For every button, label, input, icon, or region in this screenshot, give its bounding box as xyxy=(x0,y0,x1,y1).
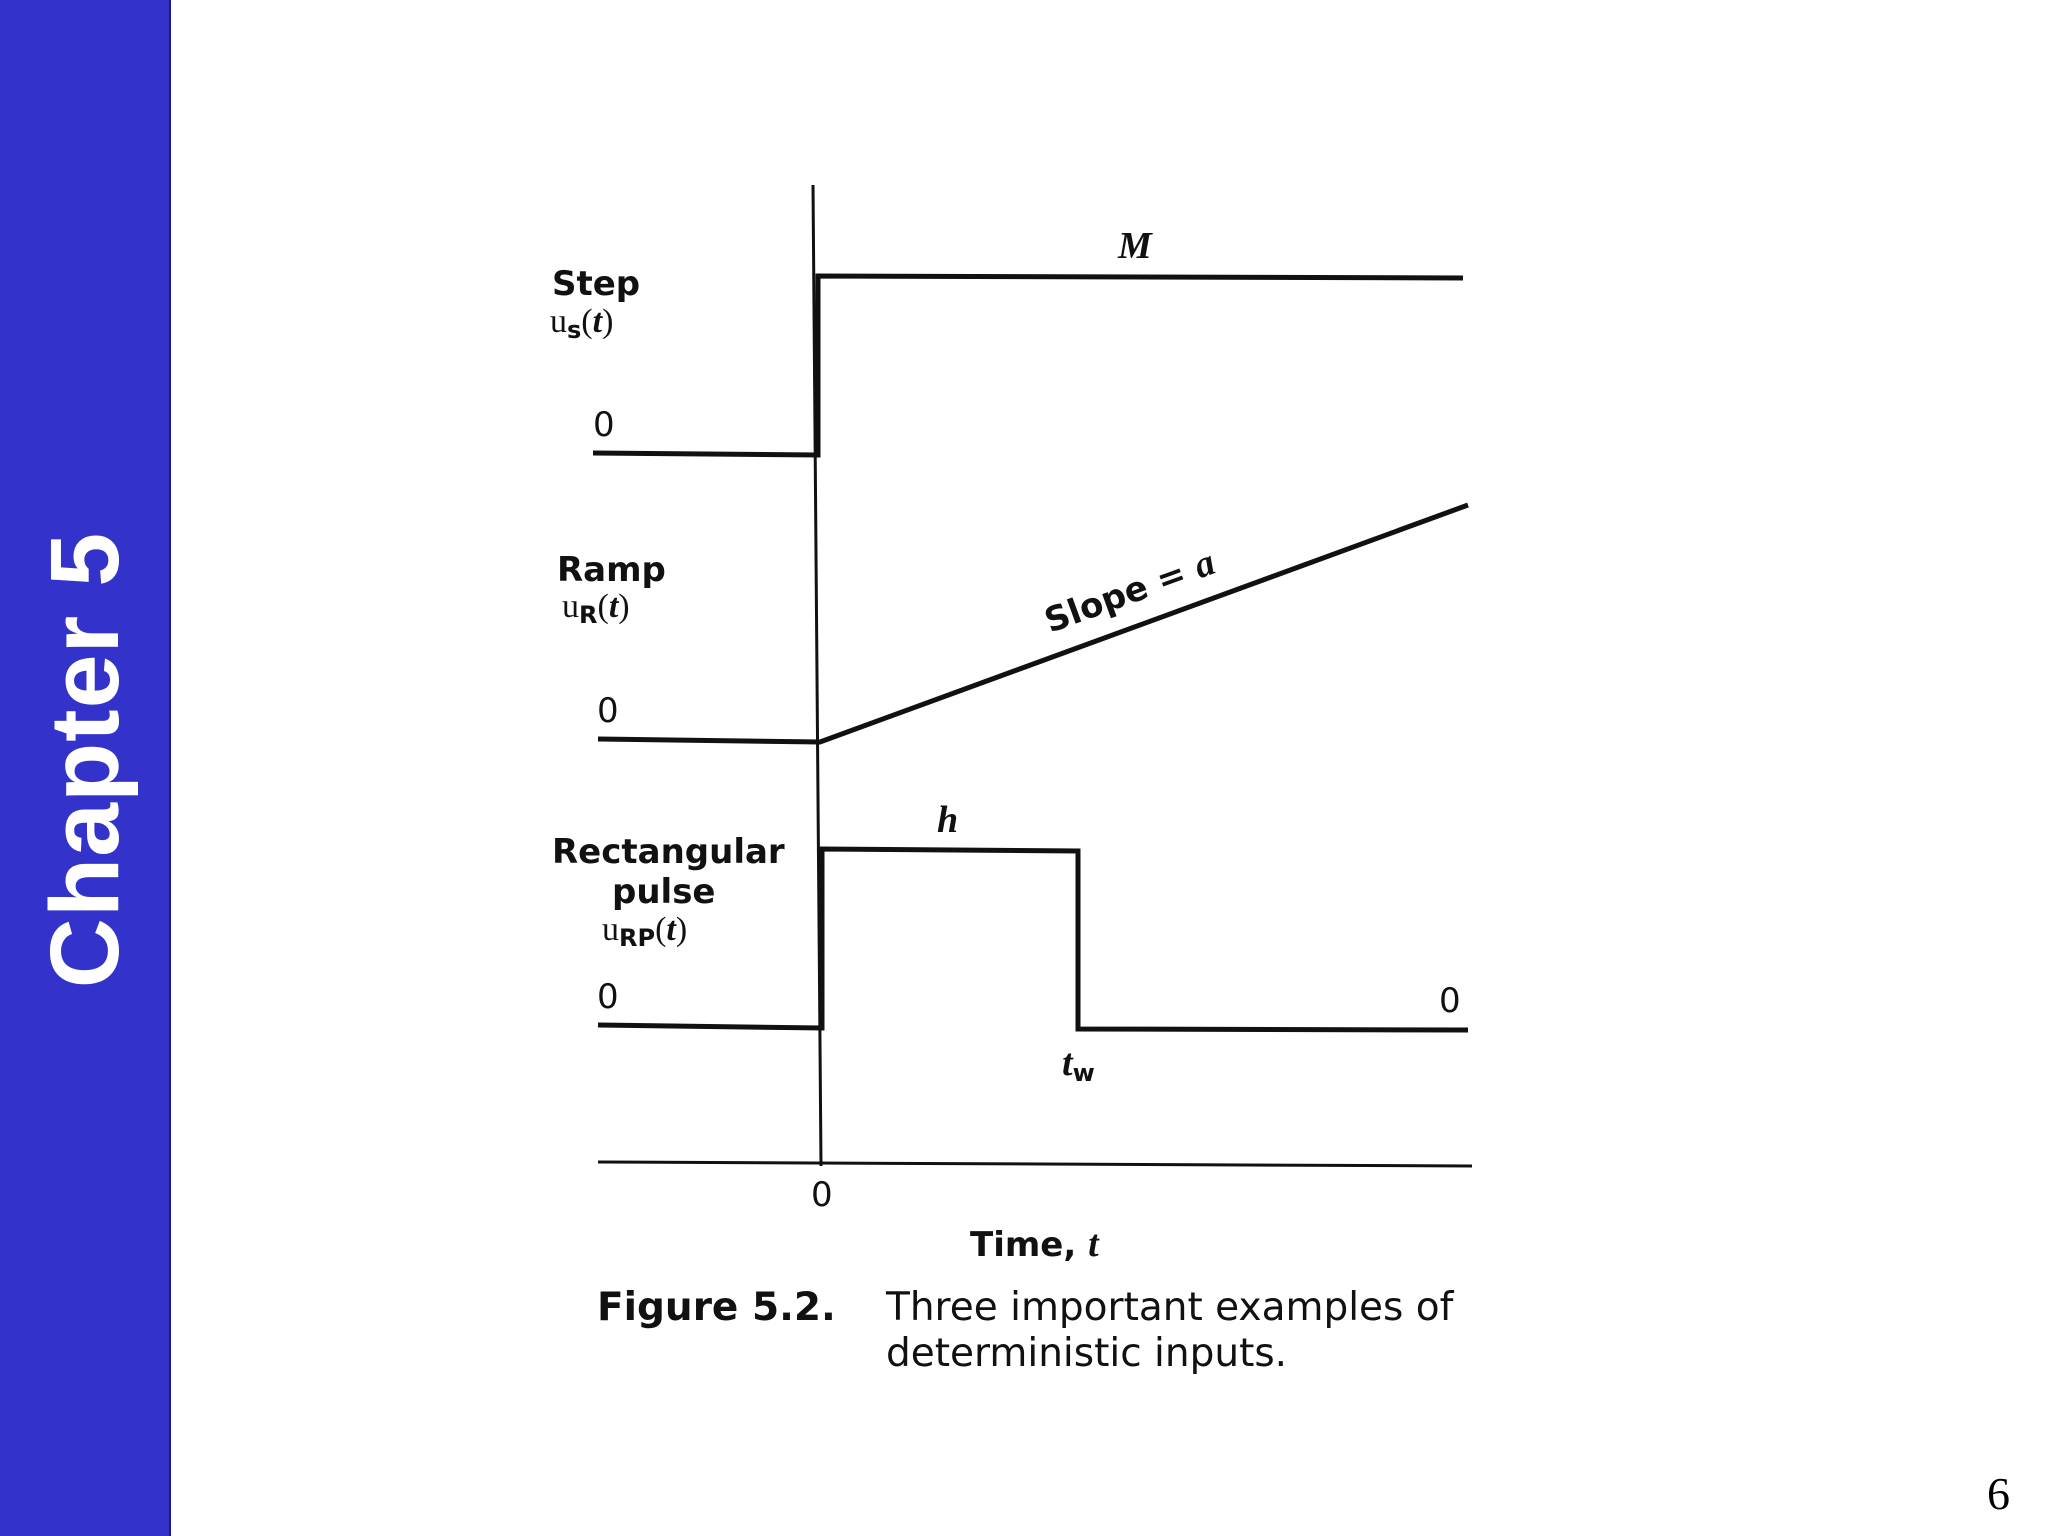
pulse-function-label: uRP(t) xyxy=(602,911,687,952)
step-magnitude-label: M xyxy=(1117,225,1153,267)
caption-line2: deterministic inputs. xyxy=(886,1331,1287,1376)
rectangular-pulse-curve xyxy=(597,846,1469,1033)
step-function-label: us(t) xyxy=(550,303,613,344)
figure-number: Figure 5.2. xyxy=(597,1285,836,1330)
pulse-label-line1: Rectangular xyxy=(552,832,785,872)
chapter-sidebar: Chapter 5 xyxy=(0,0,171,1536)
step-zero-label: 0 xyxy=(593,405,615,445)
pulse-zero-left-label: 0 xyxy=(597,977,619,1017)
time-origin-label: 0 xyxy=(811,1175,833,1215)
step-label: Step xyxy=(552,264,640,304)
pulse-width-label: tw xyxy=(1062,1042,1095,1087)
pulse-zero-right-label: 0 xyxy=(1439,981,1461,1021)
ramp-label: Ramp xyxy=(557,550,666,590)
page-number: 6 xyxy=(1987,1468,2010,1519)
time-axis-label: Time, t xyxy=(970,1223,1100,1265)
ramp-function-label: uR(t) xyxy=(562,588,630,629)
ramp-zero-label: 0 xyxy=(597,691,619,731)
pulse-label-line2: pulse xyxy=(612,872,716,912)
ramp-curve xyxy=(597,502,1469,745)
step-curve xyxy=(592,273,1464,458)
pulse-height-label: h xyxy=(937,799,958,841)
caption-line1: Three important examples of xyxy=(885,1285,1455,1330)
time-axis xyxy=(597,1160,1473,1168)
